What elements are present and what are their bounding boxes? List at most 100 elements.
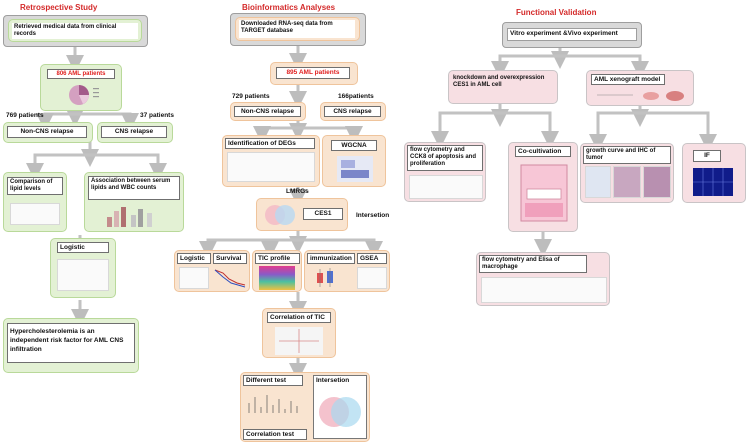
tic-stacked-bar-image: [259, 266, 295, 290]
wgcna-box: WGCNA: [322, 135, 386, 187]
knockdown-label: knockdown and overexpression CES1 in AML…: [453, 75, 545, 88]
association-bar-chart-image: [107, 207, 152, 227]
retro-cns-box: CNS relapse: [97, 122, 173, 143]
arrow-to-growth: [589, 111, 640, 152]
ces1-box: CES1: [256, 198, 348, 231]
venn-large-icon: [319, 397, 361, 427]
lmrgs-label: LMRGs: [286, 188, 309, 195]
arrow-to-cocult: [500, 111, 559, 149]
retrieved-data-label: Retrieved medical data from clinical rec…: [12, 23, 138, 39]
flow-elisa-label: flow cytometry and Elisa of macrophage: [479, 255, 587, 273]
different-test-label: Different test: [243, 375, 303, 386]
knockdown-box: knockdown and overexpression CES1 in AML…: [448, 70, 558, 104]
cocultivation-box: Co-cultivation: [508, 142, 578, 232]
flow-cck8-label: flow cytometry and CCK8 of apoptosis and…: [407, 145, 483, 171]
logistic-survival-box: Logistic Survival: [174, 250, 250, 292]
wgcna-heatmap-image: [337, 156, 373, 182]
tic-profile-label: TIC profile: [255, 253, 300, 264]
logistic-retro-label: Logistic: [57, 242, 109, 253]
conclusion-label: Hypercholesterolemia is an independent r…: [7, 323, 135, 363]
immunization-gsea-box: immunization GSEA: [304, 250, 390, 292]
intersection-label: Intersetion: [356, 212, 390, 219]
different-test-chart-image: [248, 395, 298, 413]
arrow-to-wgcna: [298, 126, 363, 144]
bio-logistic-label: Logistic: [177, 253, 211, 264]
growth-curve-image: [585, 166, 611, 198]
arrow-to-logistic-survival: [199, 238, 298, 259]
ihc-image-2: [643, 166, 671, 198]
gsea-label: GSEA: [357, 253, 387, 264]
comparison-box: Comparison of lipid levels: [3, 172, 67, 232]
transwell-illustration: [520, 164, 568, 222]
if-box: IF: [682, 143, 746, 203]
comparison-label: Comparison of lipid levels: [7, 177, 63, 195]
cocultivation-label: Co-cultivation: [515, 146, 571, 157]
correlation-tic-label: Correlation of TIC: [267, 312, 331, 323]
ces1-label: CES1: [303, 208, 343, 220]
bio-cns-label: CNS relapse: [324, 106, 381, 117]
growth-ihc-box: growth curve and IHC of tumor: [580, 143, 674, 203]
bio-survival-label: Survival: [213, 253, 247, 264]
intersetion-venn-box: Intersetion: [313, 375, 367, 439]
degs-box: Identification of DEGs: [222, 135, 320, 187]
xenograft-label: AML xenograft model: [591, 74, 665, 85]
downloaded-data-label: Downloaded RNA-seq data from TARGET data…: [239, 20, 355, 38]
vitro-label: Vitro experiment &Vivo experiment: [507, 28, 637, 41]
xenograft-box: AML xenograft model: [586, 70, 694, 106]
flow-cck8-plots-image: [409, 175, 483, 199]
arrow-to-comparison: [26, 153, 90, 181]
retro-right-count: 37 patients: [140, 112, 174, 119]
different-test-box: Different test Correlation test Interset…: [240, 372, 370, 442]
correlation-plot-image: [275, 327, 323, 355]
bio-non-cns-box: Non-CNS relapse: [230, 102, 306, 121]
pie-chart-icon: [69, 85, 99, 105]
arrow-to-association: [90, 153, 167, 181]
if-label: IF: [693, 150, 721, 162]
arrow-to-cns: [75, 112, 139, 131]
growth-ihc-label: growth curve and IHC of tumor: [583, 146, 671, 164]
vitro-frame: Vitro experiment &Vivo experiment: [502, 22, 642, 48]
ihc-image-1: [613, 166, 641, 198]
bio-left-count: 729 patients: [232, 93, 270, 100]
flow-elisa-plots-image: [481, 277, 607, 303]
aml-patients-806-label: 806 AML patients: [47, 69, 115, 79]
tic-profile-box: TIC profile: [252, 250, 302, 292]
correlation-tic-box: Correlation of TIC: [262, 308, 336, 358]
aml-patients-806-box: 806 AML patients: [40, 64, 122, 111]
wgcna-label: WGCNA: [331, 140, 377, 151]
conclusion-box: Hypercholesterolemia is an independent r…: [3, 318, 139, 373]
survival-curve-image: [214, 269, 246, 288]
retro-left-count: 769 patients: [6, 112, 44, 119]
bio-cns-box: CNS relapse: [320, 102, 386, 121]
degs-label: Identification of DEGs: [225, 138, 315, 149]
arrow-to-degs: [253, 126, 298, 144]
retro-non-cns-box: Non-CNS relapse: [3, 122, 93, 143]
header-functional: Functional Validation: [516, 8, 597, 17]
header-retrospective: Retrospective Study: [20, 3, 98, 12]
association-label: Association between serum lipids and WBC…: [88, 176, 180, 200]
logistic-table-image: [57, 259, 109, 291]
flow-cck8-box: flow cytometry and CCK8 of apoptosis and…: [404, 142, 486, 202]
mouse-model-illustration: [597, 91, 684, 101]
degs-plots-image: [227, 152, 315, 182]
gsea-plot-image: [357, 267, 387, 289]
immunization-label: immunization: [307, 253, 355, 264]
arrow-to-immunization: [298, 238, 383, 259]
arrow-to-tic: [261, 238, 298, 259]
downloaded-data-frame: Downloaded RNA-seq data from TARGET data…: [230, 13, 366, 46]
arrow-to-flow-cck8: [431, 111, 500, 149]
bio-non-cns-label: Non-CNS relapse: [234, 106, 301, 117]
comparison-plots-image: [10, 203, 60, 225]
aml-patients-895-label: 895 AML patients: [276, 67, 350, 79]
retro-non-cns-label: Non-CNS relapse: [7, 126, 87, 138]
aml-patients-895-box: 895 AML patients: [270, 62, 358, 85]
header-bioinformatics: Bioinformatics Analyses: [242, 3, 336, 12]
flow-elisa-box: flow cytometry and Elisa of macrophage: [476, 252, 610, 306]
intersetion-venn-label: Intersetion: [316, 377, 350, 384]
if-stain-grid-image: [693, 168, 733, 196]
arrow-to-xenograft: [560, 54, 649, 79]
venn-small-icon: [265, 205, 295, 225]
retro-cns-label: CNS relapse: [101, 126, 167, 138]
logistic-plot-image: [179, 267, 209, 289]
